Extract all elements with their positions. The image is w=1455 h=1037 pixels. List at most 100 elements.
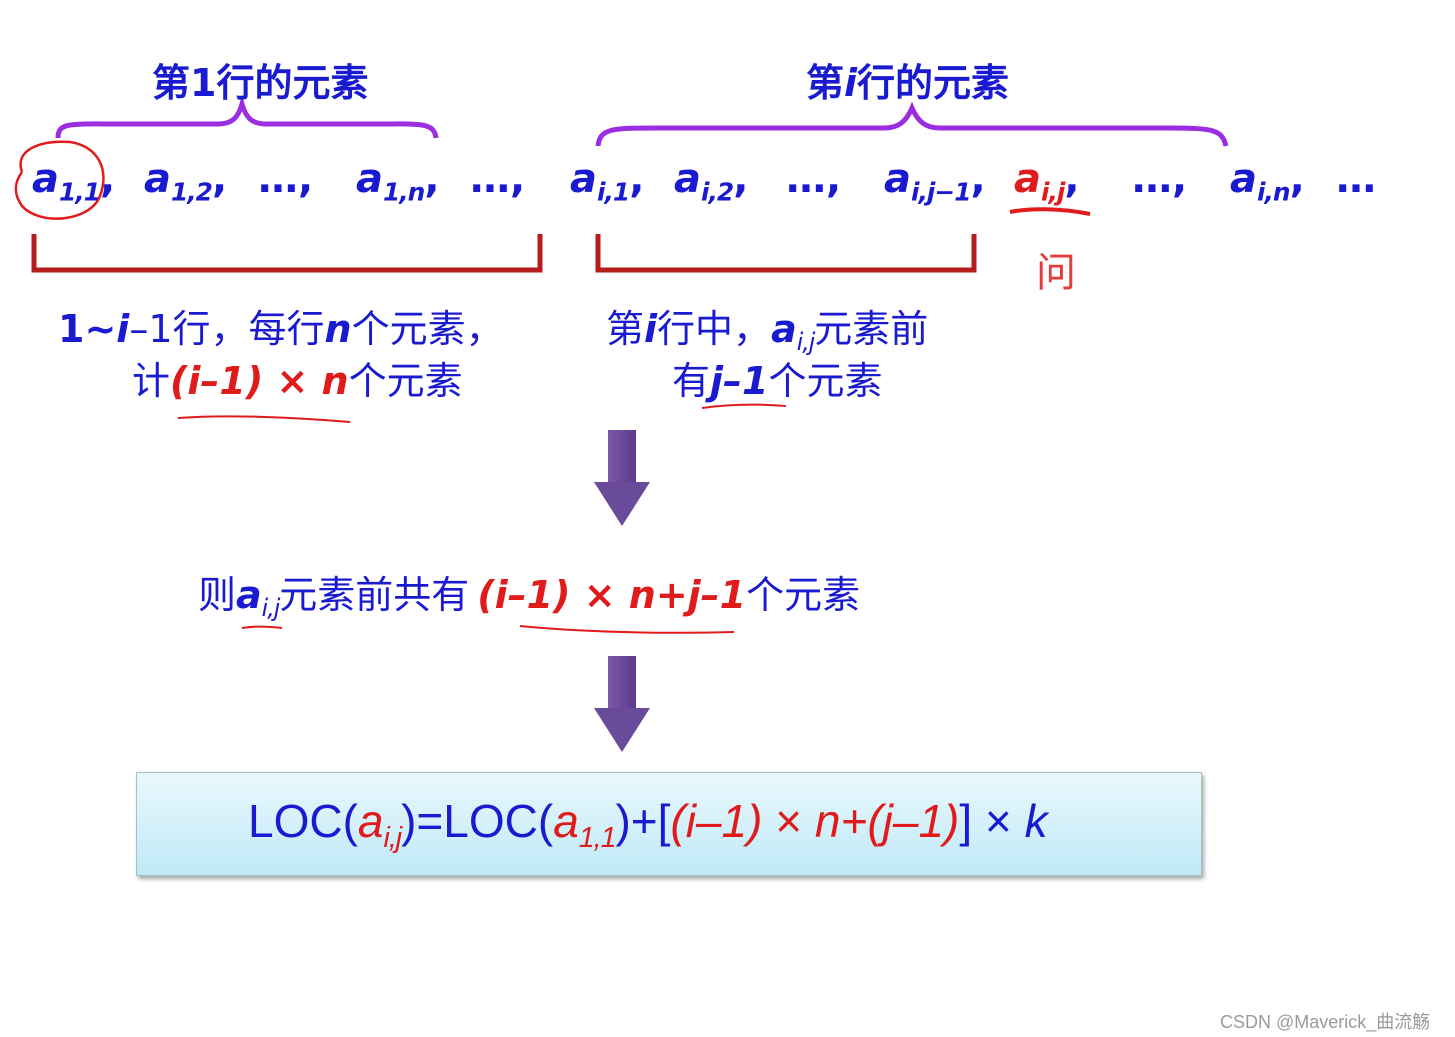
underline-aij <box>1009 207 1091 216</box>
seq-aij-a: a <box>1014 156 1041 202</box>
underline-right-expr <box>701 403 787 409</box>
seq-ellipsis-5: … <box>1336 156 1376 202</box>
note-left-l1-i: i <box>116 307 130 351</box>
formula-loc1: LOC( <box>248 795 358 847</box>
seq-aijm1: ai,j−1, <box>884 156 986 207</box>
seq-a11: a1,1, <box>32 156 115 207</box>
formula-plus: )+[ <box>615 795 671 847</box>
down-arrow-2 <box>594 656 650 752</box>
note-right-l1-sub: i,j <box>796 328 816 357</box>
underline-conclusion-expr <box>519 625 735 634</box>
note-left-l1-b: –1行，每行 <box>129 307 325 351</box>
arrow-1-head-shape <box>594 482 650 526</box>
seq-ai1-sub: i,1 <box>597 177 630 207</box>
arrow-2-head <box>594 708 650 752</box>
note-left-l1-c: 个元素， <box>351 307 504 351</box>
note-right-l2-a: 有 <box>672 359 711 403</box>
seq-ellipsis-1: …, <box>258 156 314 202</box>
label-rowi-tail: 行的元素 <box>857 60 1010 105</box>
seq-comma-6: , <box>970 156 986 202</box>
formula-times: × <box>762 795 815 847</box>
seq-ellipsis-3: …, <box>786 156 842 202</box>
note-right-l1-a: 第 <box>606 307 645 351</box>
label-row1-head: 第 <box>152 60 191 105</box>
seq-ai1: ai,1, <box>570 156 644 207</box>
note-right-l2-b: 个元素 <box>768 359 883 403</box>
seq-comma-4: , <box>629 156 645 202</box>
note-right-l2-expr: j–1 <box>710 359 769 403</box>
seq-a12-sub: 1,2 <box>171 177 213 207</box>
note-right-l1-b: 行中， <box>657 307 772 351</box>
bracket-left-path <box>31 234 543 273</box>
formula-sub: i,j <box>383 821 403 854</box>
conclusion-elem: a <box>236 573 262 617</box>
note-left-l1-n: n <box>324 307 352 351</box>
label-row1-tail: 行的元素 <box>216 60 369 105</box>
arrow-2-shaft <box>608 656 636 712</box>
handwritten-mark: 问 <box>1036 250 1076 296</box>
note-right-l1-c: 元素前 <box>814 307 929 351</box>
seq-a1n-sub: 1,n <box>383 177 425 207</box>
seq-a12-a: a <box>144 156 171 202</box>
note-right-line1: 第i行中，ai,j元素前 <box>606 298 928 356</box>
seq-comma-7: , <box>1064 156 1080 202</box>
seq-comma-2: , <box>211 156 228 202</box>
note-left-line2: 计(i–1) × n个元素 <box>132 350 463 405</box>
formula-expr2: n+(j–1) <box>814 795 960 847</box>
arrow-1-shaft <box>608 430 636 486</box>
seq-ain-sub: i,n <box>1257 177 1291 207</box>
seq-aij: ai,j, <box>1014 156 1080 207</box>
note-right-l1-elem: a <box>771 307 797 351</box>
label-rowi-var: i <box>844 61 858 105</box>
seq-aijm1-sub: i,j−1 <box>911 177 971 207</box>
seq-ain-a: a <box>1230 156 1257 202</box>
seq-ellipsis-4: …, <box>1132 156 1188 202</box>
note-left-l1-a: 1~ <box>58 307 117 351</box>
formula-eq: )=LOC( <box>401 795 554 847</box>
seq-ai2-sub: i,2 <box>701 177 734 207</box>
seq-aijm1-a: a <box>884 156 911 202</box>
formula-close: ] × <box>959 795 1025 847</box>
note-left-l2-a: 计 <box>132 359 171 403</box>
note-left-l2-expr: (i–1) × n <box>170 359 349 403</box>
seq-comma-8: , <box>1289 156 1305 202</box>
conclusion-prefix: 则 <box>198 573 237 617</box>
formula-sub2: 1,1 <box>578 821 617 854</box>
formula-box <box>136 772 1202 876</box>
circle-a11 <box>14 140 105 220</box>
down-arrow-1 <box>594 430 650 526</box>
note-right-line2: 有j–1个元素 <box>672 350 883 405</box>
label-row-1: 第1行的元素 <box>152 52 368 107</box>
watermark: CSDN @Maverick_曲流觞 <box>1220 1012 1431 1032</box>
seq-a11-sub: 1,1 <box>59 177 101 207</box>
label-row1-num: 1 <box>190 61 217 105</box>
note-left-line1: 1~i–1行，每行n个元素， <box>58 298 504 353</box>
seq-ai1-a: a <box>570 156 597 202</box>
label-rowi-head: 第 <box>806 60 845 105</box>
conclusion-suffix: 个元素 <box>746 573 861 617</box>
seq-comma-1: , <box>99 156 116 202</box>
brace-row-i-path <box>595 101 1229 147</box>
formula-k: k <box>1024 795 1048 847</box>
seq-a11-a: a <box>32 156 59 202</box>
brace-row-1-path <box>55 94 439 139</box>
conclusion-sub: i,j <box>261 594 281 623</box>
arrow-1-head <box>594 482 650 526</box>
seq-a1n: a1,n, <box>356 156 440 207</box>
seq-ellipsis-2: …, <box>470 156 526 202</box>
address-formula: LOC(ai,j)=LOC(a1,1)+[(i–1) × n+(j–1)] × … <box>248 794 1048 855</box>
seq-a1n-a: a <box>356 156 383 202</box>
formula-elem2: a <box>553 795 579 847</box>
underline-left-expr <box>177 415 351 423</box>
seq-ai2: ai,2, <box>674 156 748 207</box>
formula-elem: a <box>357 795 384 847</box>
bracket-right-path <box>595 234 977 273</box>
arrow-2-head-shape <box>594 708 650 752</box>
conclusion-mid: 元素前共有 <box>279 573 470 617</box>
seq-comma-5: , <box>733 156 749 202</box>
seq-ai2-a: a <box>674 156 701 202</box>
seq-a12: a1,2, <box>144 156 227 207</box>
seq-aij-sub: i,j <box>1041 177 1065 207</box>
conclusion-line: 则ai,j元素前共有(i–1) × n+j–1个元素 <box>198 564 860 622</box>
conclusion-expr: (i–1) × n+j–1 <box>477 573 747 617</box>
